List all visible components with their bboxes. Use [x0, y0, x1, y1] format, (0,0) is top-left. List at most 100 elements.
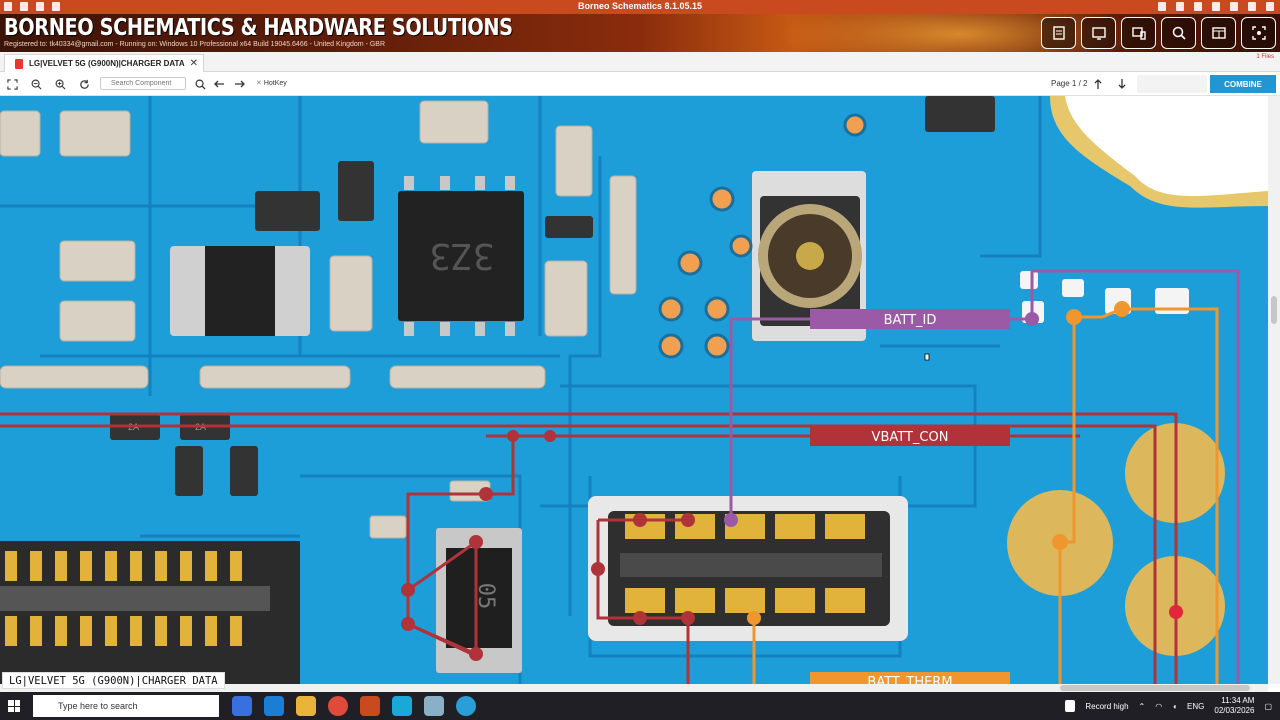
rotate-button[interactable]	[76, 76, 92, 92]
facebook-icon[interactable]	[20, 2, 28, 11]
mouse-cursor	[924, 353, 930, 361]
main-toolbar	[1041, 17, 1276, 49]
search-icon	[195, 79, 206, 90]
system-tray: Record high ⌃ ◠ ◖ ENG 11:34 AM 02/03/202…	[1065, 696, 1272, 716]
windows-start-icon[interactable]	[8, 700, 20, 712]
print-icon[interactable]	[36, 2, 44, 11]
hotkey-close-icon: ✕	[256, 80, 264, 87]
copilot-icon[interactable]	[232, 696, 252, 716]
document-tab-bar: LG|VELVET 5G (G900N)|CHARGER DATA ✕ 1 Fi…	[0, 52, 1280, 72]
settings-app-icon[interactable]	[392, 696, 412, 716]
net-vbatt-con	[0, 412, 1178, 684]
viewer-toolbar: ✕ HotKey Page 1 / 2 COMBINE	[0, 72, 1280, 96]
battery-connector-pins	[625, 514, 865, 613]
arrow-down-icon	[1118, 79, 1126, 89]
arrow-left-icon	[214, 80, 224, 88]
maximize-icon[interactable]	[1248, 2, 1256, 11]
monitor-icon	[1091, 27, 1106, 40]
component-search-input[interactable]	[100, 77, 186, 90]
titlebar-quick-icons	[4, 2, 60, 11]
notification-icon[interactable]: ▢	[1264, 701, 1272, 711]
previous-result-button[interactable]	[211, 76, 227, 92]
window-controls	[1158, 2, 1274, 11]
save-icon[interactable]	[4, 2, 12, 11]
horizontal-scrollbar[interactable]	[0, 684, 1268, 692]
tray-clock[interactable]: 11:34 AM 02/03/2026	[1214, 696, 1254, 716]
lock-icon[interactable]	[1176, 2, 1184, 11]
pdf-icon	[15, 58, 23, 69]
hotkey-toggle[interactable]: ✕ HotKey	[256, 79, 287, 87]
tray-time: 11:34 AM	[1221, 696, 1255, 705]
tray-date: 02/03/2026	[1214, 706, 1255, 715]
combine-button[interactable]: COMBINE	[1210, 75, 1276, 93]
devices-button[interactable]	[1121, 17, 1156, 49]
batt-id-label-box	[810, 309, 1010, 329]
vbatt-con-points	[401, 430, 695, 661]
home-icon[interactable]	[1194, 2, 1202, 11]
page-number-input[interactable]	[1137, 75, 1207, 93]
fit-screen-icon	[6, 78, 18, 90]
batt-therm-label-box	[810, 672, 1010, 684]
file-count-badge: 1 Files	[1256, 54, 1274, 60]
screenshot-button[interactable]	[1241, 17, 1276, 49]
hotkey-label: HotKey	[263, 80, 287, 87]
search-button[interactable]	[192, 76, 208, 92]
window-title: Borneo Schematics 8.1.05.15	[577, 1, 703, 11]
file-explorer-icon[interactable]	[296, 696, 316, 716]
browser-icon[interactable]	[52, 2, 60, 11]
tab-charger-data[interactable]: LG|VELVET 5G (G900N)|CHARGER DATA ✕	[4, 54, 204, 72]
close-icon[interactable]	[1266, 2, 1274, 11]
rotate-icon	[79, 79, 89, 89]
notepad-icon[interactable]	[424, 696, 444, 716]
page-indicator: Page 1 / 2	[1051, 79, 1088, 88]
monitor-button[interactable]	[1081, 17, 1116, 49]
edge-icon[interactable]	[264, 696, 284, 716]
boardview-canvas[interactable]: 3Z3 2A 2A 05	[0, 96, 1268, 684]
app-banner: BORNEO SCHEMATICS & HARDWARE SOLUTIONS R…	[0, 14, 1280, 52]
document-name-label: LG|VELVET 5G (G900N)|CHARGER DATA	[2, 672, 225, 689]
vertical-scroll-thumb[interactable]	[1271, 296, 1277, 324]
fpc-left-pins	[5, 551, 242, 646]
tab-close-button[interactable]: ✕	[189, 58, 198, 69]
dark-components	[110, 96, 995, 496]
volume-icon[interactable]: ◖	[1172, 701, 1178, 711]
devices-icon	[1131, 27, 1146, 40]
window-split-button[interactable]	[1201, 17, 1236, 49]
stock-icon[interactable]	[1065, 700, 1076, 712]
fit-screen-button[interactable]	[4, 76, 20, 92]
batt-therm-label: BATT_THERM	[867, 675, 952, 684]
banner-flame-decoration	[780, 14, 1140, 52]
magnifier-button[interactable]	[1161, 17, 1196, 49]
window-titlebar: Borneo Schematics 8.1.05.15	[0, 0, 1280, 14]
page-down-button[interactable]	[1114, 76, 1130, 92]
page-up-button[interactable]	[1090, 76, 1106, 92]
zoom-in-icon	[55, 79, 65, 89]
tab-label: LG|VELVET 5G (G900N)|CHARGER DATA	[29, 59, 185, 68]
tray-record-text[interactable]: Record high	[1085, 701, 1129, 711]
net-batt-id	[729, 269, 1240, 684]
taskbar-search-box[interactable]: Type here to search	[33, 695, 219, 717]
help-icon[interactable]	[1212, 2, 1220, 11]
chrome-icon[interactable]	[328, 696, 348, 716]
borneo-app-icon[interactable]	[360, 696, 380, 716]
minimize-icon[interactable]	[1230, 2, 1238, 11]
user-icon[interactable]	[1158, 2, 1166, 11]
batt-id-point-1	[1025, 312, 1039, 326]
ic-marking: 3Z3	[429, 235, 494, 276]
windows-taskbar: Type here to search Record high ⌃ ◠ ◖ EN…	[0, 692, 1280, 720]
tray-language[interactable]: ENG	[1187, 701, 1205, 711]
zoom-out-button[interactable]	[28, 76, 44, 92]
tray-chevron-icon[interactable]: ⌃	[1138, 701, 1146, 711]
app-icon-blue[interactable]	[456, 696, 476, 716]
zoom-in-button[interactable]	[52, 76, 68, 92]
vertical-scrollbar[interactable]	[1268, 96, 1280, 684]
document-icon	[1052, 26, 1065, 40]
horizontal-scroll-thumb[interactable]	[1060, 685, 1250, 691]
wifi-icon[interactable]: ◠	[1155, 701, 1163, 711]
taskbar-search-text: Type here to search	[58, 701, 138, 711]
document-button[interactable]	[1041, 17, 1076, 49]
taskbar-apps	[232, 696, 476, 716]
magnifier-icon	[1172, 26, 1186, 40]
next-result-button[interactable]	[232, 76, 248, 92]
fpc-connector-left	[0, 541, 300, 684]
